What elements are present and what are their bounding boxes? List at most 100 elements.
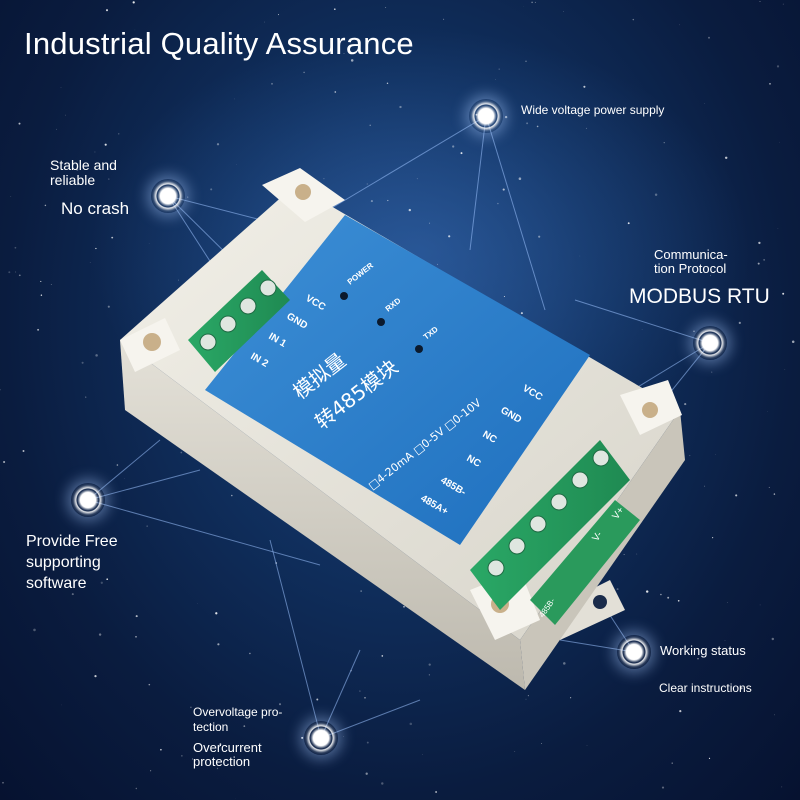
star	[758, 241, 761, 245]
star	[503, 295, 505, 298]
star	[106, 578, 109, 581]
star	[109, 205, 111, 208]
star	[448, 235, 451, 238]
star	[779, 141, 781, 143]
feature-working-status: Working status	[660, 643, 746, 658]
star	[738, 321, 741, 325]
star	[40, 294, 43, 296]
star	[585, 127, 587, 129]
feature-overcurrent-line2: protection	[193, 754, 251, 769]
star	[715, 454, 716, 455]
star	[132, 1, 135, 4]
star	[360, 590, 362, 592]
star	[712, 537, 714, 539]
star	[782, 3, 784, 5]
led-rxd	[377, 318, 385, 326]
terminal-block-right	[470, 440, 630, 610]
star	[774, 714, 775, 716]
screw-hole-left	[143, 333, 161, 351]
star	[135, 635, 137, 638]
star	[343, 53, 345, 55]
star	[671, 762, 673, 764]
star	[234, 98, 235, 100]
star	[215, 612, 218, 615]
star	[538, 235, 541, 238]
glow-node-status	[617, 635, 651, 669]
star	[301, 736, 304, 739]
star	[219, 743, 222, 746]
star	[759, 0, 761, 3]
glow-node-protocol	[693, 326, 727, 360]
feature-overvoltage-line1: Overvoltage pro-	[193, 705, 283, 719]
star	[527, 695, 529, 697]
star	[403, 605, 405, 608]
star	[56, 177, 58, 178]
star	[759, 604, 761, 606]
front-panel	[205, 215, 590, 545]
star	[387, 199, 389, 202]
star	[44, 204, 47, 207]
star	[8, 271, 11, 274]
star	[191, 758, 193, 760]
star	[771, 637, 775, 641]
star	[711, 371, 713, 373]
star	[22, 450, 25, 452]
star	[76, 168, 79, 171]
star	[693, 330, 695, 332]
star	[385, 7, 387, 8]
feature-protocol-line1: Communica-	[654, 247, 728, 262]
star	[180, 451, 183, 454]
star	[768, 486, 770, 488]
star	[350, 59, 354, 62]
star	[107, 305, 110, 308]
star	[18, 274, 21, 277]
star	[724, 640, 726, 641]
star	[791, 340, 795, 343]
star	[60, 87, 62, 88]
star	[94, 151, 96, 153]
star	[334, 91, 337, 93]
glow-node-stable	[151, 179, 185, 213]
star	[428, 663, 431, 666]
star	[416, 178, 418, 180]
feature-stable-line2: reliable	[50, 172, 96, 188]
star	[118, 133, 120, 135]
star	[667, 596, 670, 599]
star	[98, 633, 102, 636]
star	[146, 525, 148, 527]
star	[95, 354, 98, 357]
glow-node-power	[469, 99, 503, 133]
feature-overcurrent: Overcurrent protection	[193, 741, 262, 769]
star	[333, 8, 336, 11]
star	[777, 228, 779, 229]
star	[197, 603, 198, 604]
star	[40, 280, 42, 282]
star	[525, 698, 527, 700]
star	[104, 143, 107, 146]
star	[563, 662, 566, 665]
feature-software-line3: software	[26, 575, 87, 592]
star	[264, 21, 265, 23]
star	[65, 114, 66, 116]
star	[710, 275, 712, 277]
star	[645, 590, 649, 593]
star	[210, 188, 213, 191]
feature-protocol-line2: tion Protocol	[654, 261, 727, 276]
star	[689, 455, 691, 457]
star	[641, 329, 643, 330]
star	[386, 82, 389, 85]
feature-overcurrent-line1: Overcurrent	[193, 740, 262, 755]
star	[243, 725, 246, 727]
star	[632, 18, 635, 21]
star	[697, 658, 699, 660]
star	[541, 743, 542, 744]
star	[190, 706, 192, 709]
star	[365, 772, 368, 775]
star	[278, 14, 279, 16]
star	[61, 704, 62, 706]
star	[661, 786, 665, 789]
terminal-block-right-lower	[530, 500, 640, 625]
star	[636, 553, 638, 555]
star	[89, 262, 91, 263]
star	[323, 177, 325, 180]
